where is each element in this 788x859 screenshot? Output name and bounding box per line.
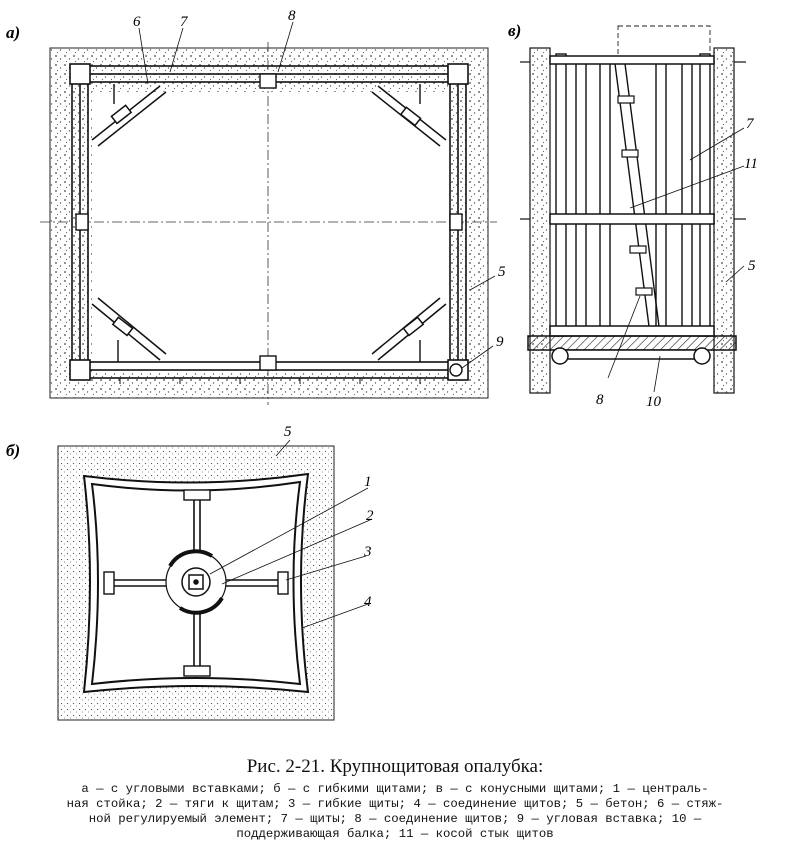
- callout-11: 11: [744, 156, 758, 172]
- panel-v-conical-panels: в): [508, 21, 758, 410]
- tie-rods: [112, 500, 280, 668]
- panel-a-label: а): [6, 23, 20, 42]
- caption-legend: а — с угловыми вставками; б — с гибкими …: [10, 782, 780, 842]
- callout-2: 2: [366, 508, 374, 524]
- adjustable-struts: [91, 85, 447, 361]
- panel-v-label: в): [508, 21, 521, 40]
- concrete-wall: [50, 48, 488, 398]
- callout-8: 8: [288, 8, 296, 24]
- callout-7: 7: [746, 116, 755, 132]
- callout-3: 3: [363, 544, 372, 560]
- callout-9: 9: [496, 334, 504, 350]
- caption-line: ная стойка; 2 — тяги к щитам; 3 — гибкие…: [66, 797, 724, 811]
- figure-caption: Рис. 2-21. Крупнощитовая опалубка: а — с…: [10, 756, 780, 842]
- caption-line: ной регулируемый элемент; 7 — щиты; 8 — …: [88, 812, 702, 826]
- formwork-figure: а): [6, 8, 758, 721]
- corner-insert: [449, 363, 463, 377]
- panel-b-flexible-panels: б): [6, 424, 374, 721]
- caption-line: поддерживающая балка; 11 — косой стык щи…: [236, 827, 554, 841]
- callout-1: 1: [364, 474, 372, 490]
- flexible-panels: [82, 472, 310, 694]
- panel-joints: [103, 489, 289, 677]
- panel-b-label: б): [6, 441, 20, 460]
- panel-joints: [75, 73, 463, 371]
- panel-a-corner-inserts: а): [6, 8, 506, 405]
- callout-5: 5: [498, 264, 506, 280]
- caption-title: Рис. 2-21. Крупнощитовая опалубка:: [246, 756, 544, 777]
- support-beam: [527, 335, 737, 365]
- callout-10: 10: [646, 394, 662, 410]
- callout-5: 5: [284, 424, 292, 440]
- callout-7: 7: [180, 14, 189, 30]
- callout-5: 5: [748, 258, 756, 274]
- callout-6: 6: [133, 14, 141, 30]
- callout-8: 8: [596, 392, 604, 408]
- central-column: [165, 549, 227, 615]
- caption-line: а — с угловыми вставками; б — с гибкими …: [81, 782, 709, 796]
- callout-4: 4: [364, 594, 372, 610]
- centre-lines: [40, 42, 497, 405]
